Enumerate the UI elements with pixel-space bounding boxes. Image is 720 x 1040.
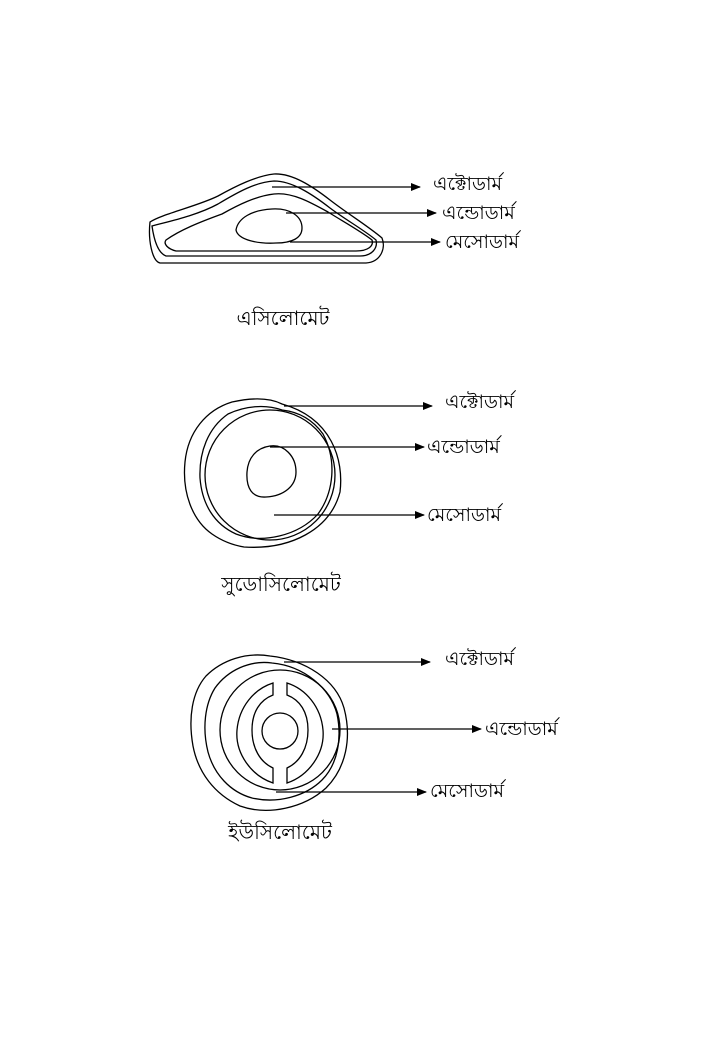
- pseudocoelomate-mesoderm-layer: [204, 409, 336, 541]
- pseudocoelomate-caption: সুডোসিলোমেট: [221, 572, 341, 596]
- eucoelomate-mesoderm-label: মেসোডার্ম: [430, 780, 504, 802]
- acoelomate-mesoderm-label: মেসোডার্ম: [445, 231, 519, 253]
- acoelomate-diagram: [148, 173, 441, 264]
- acoelomate-gut-endoderm: [235, 208, 303, 244]
- pseudocoelomate-ectoderm-outline: [183, 398, 342, 548]
- acoelomate-ectoderm-outline: [148, 173, 384, 264]
- pseudocoelomate-ectoderm-label: এক্টোডার্ম: [445, 391, 515, 413]
- eucoelomate-ectoderm-outline: [190, 654, 349, 811]
- eucoelomate-ectoderm-label: এক্টোডার্ম: [445, 648, 515, 670]
- eucoelomate-endoderm-label: এন্ডোডার্ম: [485, 718, 558, 740]
- acoelomate-mesoderm-layer: [164, 193, 374, 252]
- eucoelomate-ectoderm-inner-line: [204, 661, 340, 801]
- eucoelomate-mesoderm-layer: [219, 669, 341, 791]
- acoelomate-caption: এসিলোমেট: [236, 306, 330, 330]
- pseudocoelomate-diagram: [183, 398, 433, 548]
- acoelomate-ectoderm-inner-line: [151, 180, 378, 257]
- eucoelomate-caption: ইউসিলোমেট: [228, 820, 332, 844]
- eucoelomate-left-coelom-sac: [236, 682, 274, 784]
- pseudocoelomate-mesoderm-label: মেসোডার্ম: [427, 504, 501, 526]
- eucoelomate-diagram: [190, 654, 482, 811]
- acoelomate-ectoderm-label: এক্টোডার্ম: [433, 173, 503, 195]
- acoelomate-endoderm-label: এন্ডোডার্ম: [442, 202, 515, 224]
- pseudocoelomate-ectoderm-inner-line: [199, 405, 333, 539]
- eucoelomate-right-coelom-sac: [286, 682, 324, 784]
- pseudocoelomate-gut-endoderm: [246, 445, 297, 498]
- pseudocoelomate-endoderm-label: এন্ডোডার্ম: [427, 436, 500, 458]
- eucoelomate-gut-endoderm: [261, 712, 299, 750]
